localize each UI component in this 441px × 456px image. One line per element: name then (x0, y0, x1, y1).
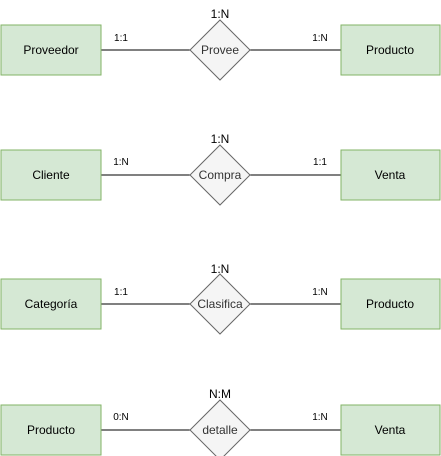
entity-left-label: Producto (27, 423, 75, 437)
relationship-label: Clasifica (197, 297, 243, 311)
er-row: Proveedor Producto Provee 1:N 1:1 1:N (0, 7, 441, 81)
er-row: Cliente Venta Compra 1:N 1:N 1:1 (0, 132, 441, 206)
entity-right[interactable] (340, 149, 441, 201)
relationship-diamond[interactable] (189, 273, 251, 335)
relationship-type-label: 1:N (211, 262, 230, 276)
right-cardinality-label: 1:N (312, 33, 328, 44)
left-cardinality-label: 1:1 (114, 33, 128, 44)
entity-right-label: Venta (375, 423, 406, 437)
entity-left[interactable] (0, 404, 102, 456)
entity-left-label: Categoría (25, 297, 78, 311)
left-cardinality-label: 1:N (113, 157, 129, 168)
er-row: Categoría Producto Clasifica 1:N 1:1 1:N (0, 262, 441, 335)
entity-right-label: Producto (366, 297, 414, 311)
relationship-diamond[interactable] (189, 399, 251, 456)
er-row: Producto Venta detalle N:M 0:N 1:N (0, 387, 441, 456)
relationship-diamond[interactable] (189, 19, 251, 81)
entity-right[interactable] (340, 404, 441, 456)
entity-right[interactable] (340, 24, 441, 76)
entity-left[interactable] (0, 24, 102, 76)
entity-right-label: Venta (375, 168, 406, 182)
entity-left[interactable] (0, 278, 102, 330)
entity-left-label: Cliente (32, 168, 70, 182)
right-cardinality-label: 1:1 (313, 157, 327, 168)
relationship-label: detalle (202, 423, 238, 437)
relationship-diamond[interactable] (189, 144, 251, 206)
left-cardinality-label: 1:1 (114, 287, 128, 298)
entity-right-label: Producto (366, 43, 414, 57)
relationship-type-label: N:M (209, 387, 231, 401)
relationship-label: Provee (201, 43, 239, 57)
relationship-type-label: 1:N (211, 7, 230, 21)
right-cardinality-label: 1:N (312, 287, 328, 298)
left-cardinality-label: 0:N (113, 412, 129, 423)
entity-left[interactable] (0, 149, 102, 201)
entity-right[interactable] (340, 278, 441, 330)
right-cardinality-label: 1:N (312, 412, 328, 423)
relationship-type-label: 1:N (211, 132, 230, 146)
relationship-label: Compra (199, 168, 242, 182)
entity-left-label: Proveedor (23, 43, 78, 57)
